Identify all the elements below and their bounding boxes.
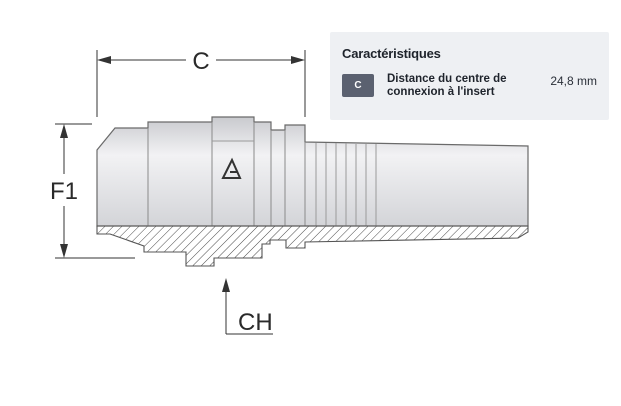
spec-row: C Distance du centre de connexion à l'in…: [342, 73, 597, 99]
spec-value: 24,8 mm: [550, 74, 597, 88]
characteristics-title: Caractéristiques: [342, 46, 441, 61]
dimension-ch: CH: [222, 278, 273, 336]
label-ch: CH: [238, 309, 273, 336]
spec-code-badge: C: [342, 74, 374, 97]
label-c: C: [192, 48, 209, 75]
spec-label: Distance du centre de connexion à l'inse…: [387, 73, 507, 98]
fitting-body: [96, 116, 529, 227]
dimension-f1: F1: [50, 123, 135, 259]
cross-section-hatch: [96, 225, 529, 267]
brand-logo-icon: [221, 157, 242, 179]
label-f1: F1: [50, 178, 78, 205]
dimension-c: C: [96, 48, 306, 117]
characteristics-panel: Caractéristiques C Distance du centre de…: [330, 32, 609, 120]
